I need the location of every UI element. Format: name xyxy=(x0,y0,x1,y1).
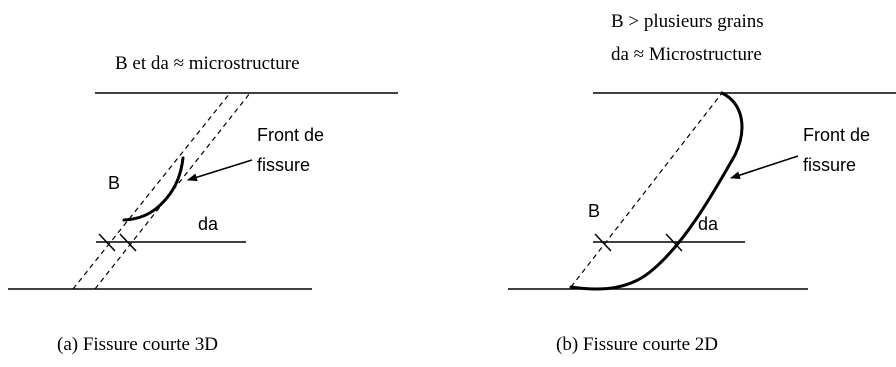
panel-b-front-arrow xyxy=(730,155,799,179)
panel-a-front-arrow xyxy=(187,159,253,182)
panel-b-crack-plane xyxy=(570,92,723,288)
panel-b-label-da: da xyxy=(698,214,719,234)
panel-a-header: B et da ≈ microstructure xyxy=(115,53,300,74)
panel-a-crack-plane-left xyxy=(72,92,231,290)
panel-a-caption: (a) Fissure courte 3D xyxy=(57,334,218,355)
panel-a-front-label-2: fissure xyxy=(257,155,310,175)
panel-b-crack-front xyxy=(569,91,744,291)
panel-b-tick-right xyxy=(665,233,683,252)
panel-a-label-da: da xyxy=(198,214,219,234)
panel-a: B et da ≈ microstructure Front de fissur… xyxy=(8,53,398,355)
panel-b: B > plusieurs grains da ≈ Microstructure… xyxy=(508,11,896,355)
panel-b-label-b: B xyxy=(588,201,600,221)
panel-a-tick-left xyxy=(98,233,116,252)
panel-a-crack-front xyxy=(122,156,185,222)
panel-b-caption: (b) Fissure courte 2D xyxy=(556,334,718,355)
panel-b-front-label-2: fissure xyxy=(803,155,856,175)
panel-a-tick-right xyxy=(119,233,137,252)
panel-a-label-b: B xyxy=(108,173,120,193)
panel-a-front-label-1: Front de xyxy=(257,125,324,145)
panel-b-header-line-2: da ≈ Microstructure xyxy=(611,44,762,65)
panel-b-tick-left xyxy=(594,233,612,252)
panel-a-crack-plane-right xyxy=(94,92,251,290)
panel-b-front-label-1: Front de xyxy=(803,125,870,145)
panel-b-header-line-1: B > plusieurs grains xyxy=(611,11,764,32)
